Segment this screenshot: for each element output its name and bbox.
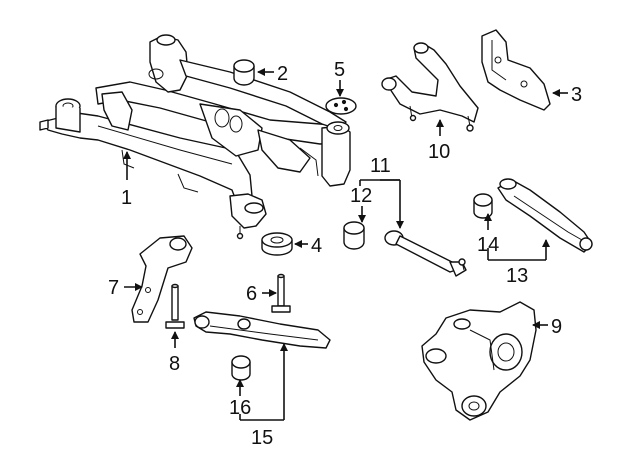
trailing-arm-part-13 [497,178,593,253]
bushing-part-12 [343,221,365,250]
callout-7: 7 [108,277,119,299]
upper-control-arm-part-10 [381,42,479,132]
callout-12: 12 [350,185,372,207]
bolt-part-8 [165,283,185,329]
bracket-part-7 [131,235,193,323]
callout-10: 10 [428,141,450,163]
callout-5: 5 [334,59,345,81]
callout-2: 2 [277,63,288,85]
lower-control-arm-part-15 [193,311,331,349]
callout-4: 4 [311,235,322,257]
bracket-part-3 [481,29,551,111]
bushing-part-16 [231,355,251,381]
bolt-part-6 [271,273,291,313]
bushing-part-14 [473,193,493,219]
washer-part-5 [325,97,357,115]
crossmember-part [39,34,351,240]
knuckle-part-9 [421,301,537,421]
callout-13: 13 [506,265,528,287]
callout-labels: 1 2 3 4 5 6 7 8 9 10 11 12 13 14 15 16 [108,59,582,449]
callout-3: 3 [571,84,582,106]
callout-14: 14 [477,234,499,256]
callout-16: 16 [229,397,251,419]
bushing-part-2 [233,59,255,86]
leader-lines [123,68,568,421]
callout-1: 1 [121,187,132,209]
callout-15: 15 [251,427,273,449]
lateral-link-part-11 [384,230,467,277]
callout-9: 9 [551,316,562,338]
callout-11: 11 [370,155,391,177]
callout-8: 8 [169,353,180,375]
spacer-part-4 [261,232,293,256]
callout-6: 6 [246,283,257,305]
